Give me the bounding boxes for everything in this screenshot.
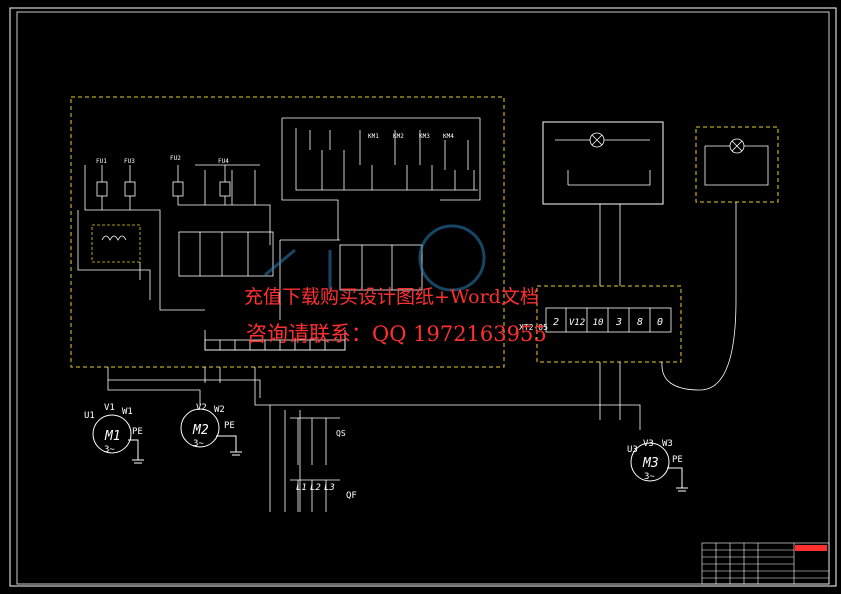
phase-l3: L3 <box>324 483 335 493</box>
field-wiring <box>107 202 737 512</box>
contactor-label: KM1 <box>368 133 379 140</box>
motor-2-phase-v: V2 <box>196 403 207 413</box>
terminal-cell: 3 <box>615 317 622 328</box>
watermark-logo <box>264 224 486 292</box>
lamp-box-2 <box>695 126 779 203</box>
fuse-label: FU1 <box>96 158 107 165</box>
outer-frame <box>9 7 837 587</box>
title-block <box>701 542 830 585</box>
lamp-box-1 <box>542 121 664 205</box>
motor-2-ground: PE <box>224 421 235 431</box>
motor-1-phase-w: W1 <box>122 407 133 417</box>
motor-1-ground: PE <box>132 427 143 437</box>
lamp-symbols <box>555 132 769 186</box>
motor-1-name: M1 <box>104 429 121 444</box>
terminal-cell: 0 <box>657 317 663 328</box>
motor-2-name: M2 <box>192 423 209 438</box>
motor-symbols <box>92 408 688 492</box>
control-panel-boundary <box>70 96 505 368</box>
motor-1-type: 3~ <box>104 445 115 455</box>
phase-l2: L2 <box>310 483 321 493</box>
terminal-strip <box>545 307 672 333</box>
motor-1-phase-v: V1 <box>104 403 115 413</box>
contactor-label: KM3 <box>419 133 430 140</box>
phase-l1: L1 <box>296 483 307 493</box>
fuse-label: FU4 <box>218 158 229 165</box>
motor-3-ground: PE <box>672 455 683 465</box>
breaker-label: QS <box>336 429 346 438</box>
fuse-label: FU3 <box>124 158 135 165</box>
terminal-label: XT2-05 <box>519 323 548 332</box>
contactor-label: KM4 <box>443 133 454 140</box>
motor-1-phase-u: U1 <box>84 411 95 421</box>
terminal-cell: 2 <box>553 317 559 328</box>
title-badge <box>795 545 827 551</box>
motor-2-phase-w: W2 <box>214 405 225 415</box>
contactor-label: KM2 <box>393 133 404 140</box>
panel-wiring <box>77 117 481 351</box>
terminal-cell: 8 <box>637 317 643 328</box>
motor-3-name: M3 <box>642 456 659 471</box>
fuse-label: FU2 <box>170 155 181 162</box>
terminal-cell: V12 <box>569 318 585 328</box>
motor-2-type: 3~ <box>193 439 204 449</box>
motor-3-phase-u: U3 <box>627 445 638 455</box>
motor-3-phase-w: W3 <box>662 439 673 449</box>
motor-3-phase-v: V3 <box>643 439 654 449</box>
main-switch-label: QF <box>346 491 357 501</box>
terminal-box <box>536 285 682 363</box>
terminal-cell: 10 <box>593 318 604 328</box>
motor-3-type: 3~ <box>644 472 655 482</box>
inner-frame <box>16 11 830 585</box>
